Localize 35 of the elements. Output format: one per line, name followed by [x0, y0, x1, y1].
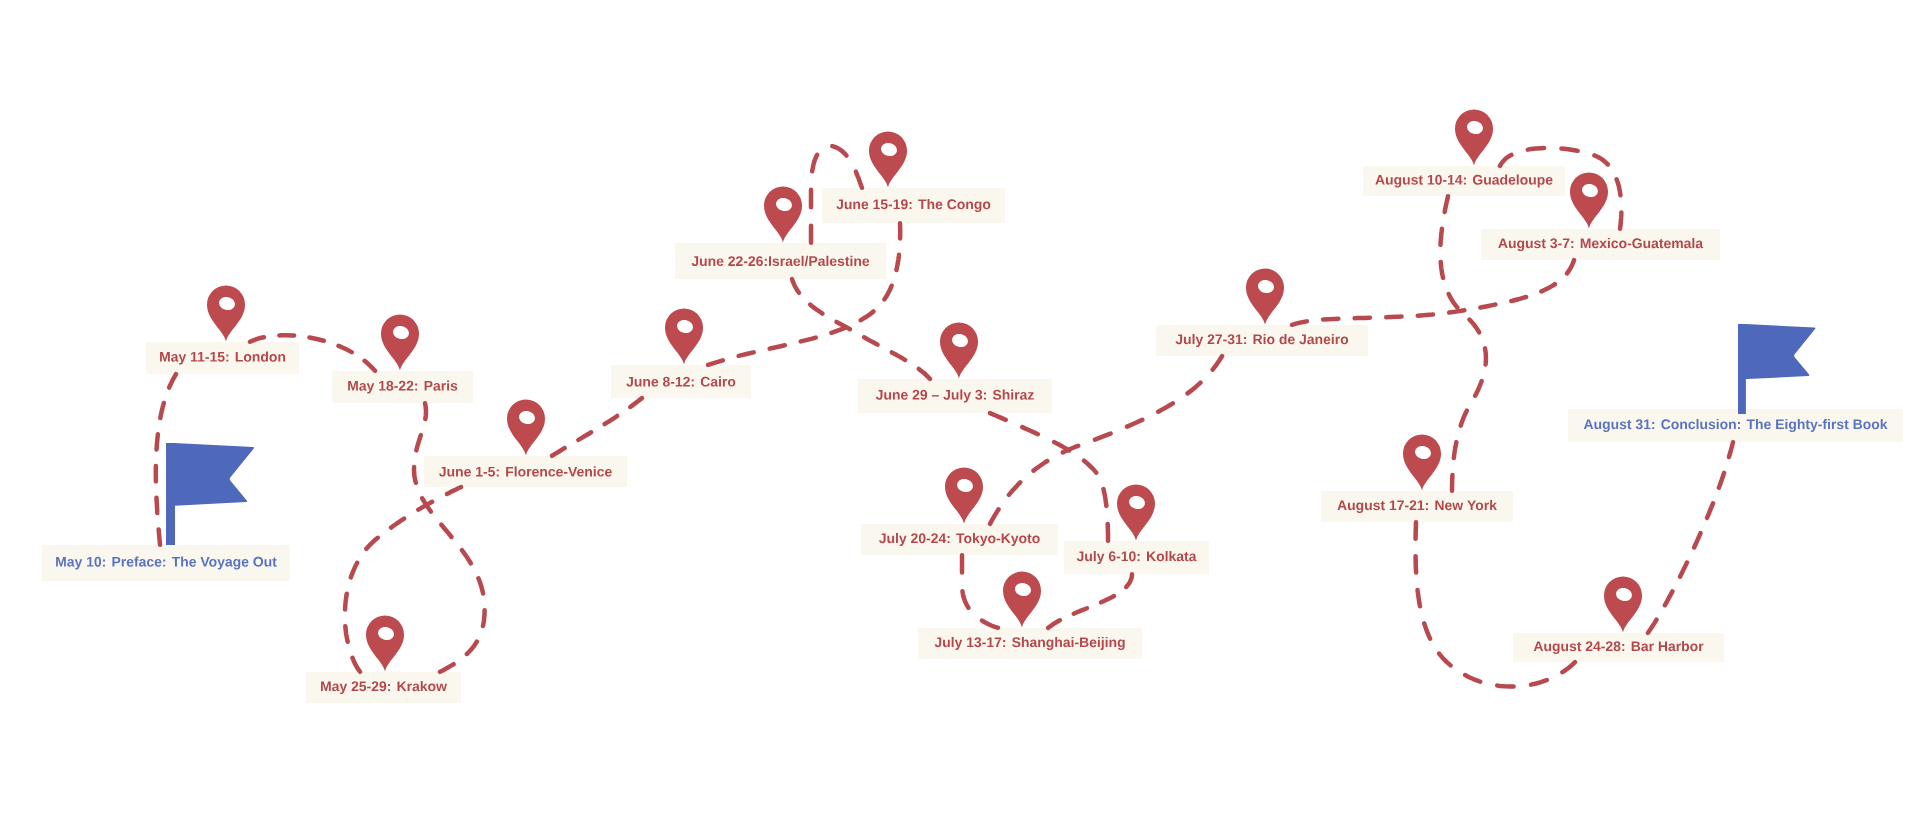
route-line [1438, 193, 1489, 494]
location-label: June 29 – July 3: Shiraz [858, 379, 1052, 413]
route-line [789, 276, 933, 382]
route-line [1645, 439, 1736, 636]
route-line [549, 395, 645, 459]
location-label: May 18-22: Paris [332, 371, 473, 403]
route-line [987, 353, 1225, 527]
route-line [153, 371, 179, 548]
location-label: August 17-21: New York [1321, 491, 1513, 522]
location-label: July 20-24: Tokyo-Kyoto [861, 524, 1058, 555]
location-label: July 6-10: Kolkata [1064, 541, 1209, 574]
location-label: August 3-7: Mexico-Guatemala [1481, 229, 1720, 260]
route-line [705, 220, 903, 368]
route-line [959, 552, 1001, 631]
route-line [987, 410, 1111, 544]
location-label: August 31: Conclusion: The Eighty-first Book [1568, 409, 1903, 442]
route-line [411, 400, 487, 675]
route-line [1497, 145, 1624, 232]
route-line [1045, 571, 1135, 631]
route-line [808, 143, 865, 246]
location-label: July 27-31: Rio de Janeiro [1156, 325, 1368, 356]
location-label: July 13-17: Shanghai-Beijing [918, 628, 1142, 659]
route-line [1289, 257, 1577, 328]
location-label: August 24-28: Bar Harbor [1513, 633, 1724, 662]
location-label: June 1-5: Florence-Venice [424, 456, 627, 487]
location-label: August 10-14: Guadeloupe [1363, 166, 1565, 196]
location-label: June 8-12: Cairo [611, 365, 751, 398]
route-line [247, 333, 378, 374]
route-line [342, 484, 464, 675]
location-label: June 22-26:Israel/Palestine [675, 243, 886, 279]
location-label: June 15-19: The Congo [822, 188, 1005, 223]
location-label: May 11-15: London [146, 342, 299, 374]
location-label: May 25-29: Krakow [306, 672, 461, 703]
route-line [1413, 519, 1578, 689]
location-label: May 10: Preface: The Voyage Out [42, 545, 290, 581]
